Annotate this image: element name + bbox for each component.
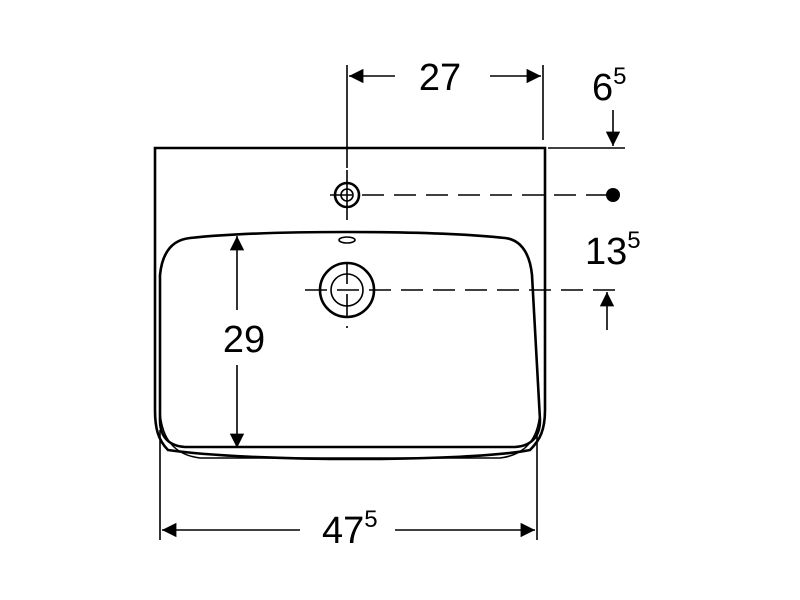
dim-29-label: 29 (223, 319, 265, 361)
tap-hole-reference-dot (606, 188, 620, 202)
dim-27-label: 27 (419, 57, 461, 99)
inner-bowl-outline (158, 230, 542, 449)
overflow-slot (338, 236, 356, 244)
dim-6-5-label: 65 (592, 63, 627, 109)
basin-front-rim (159, 411, 541, 459)
dim-13-5-label: 135 (585, 227, 641, 273)
dim-47-5-label: 475 (322, 506, 378, 552)
